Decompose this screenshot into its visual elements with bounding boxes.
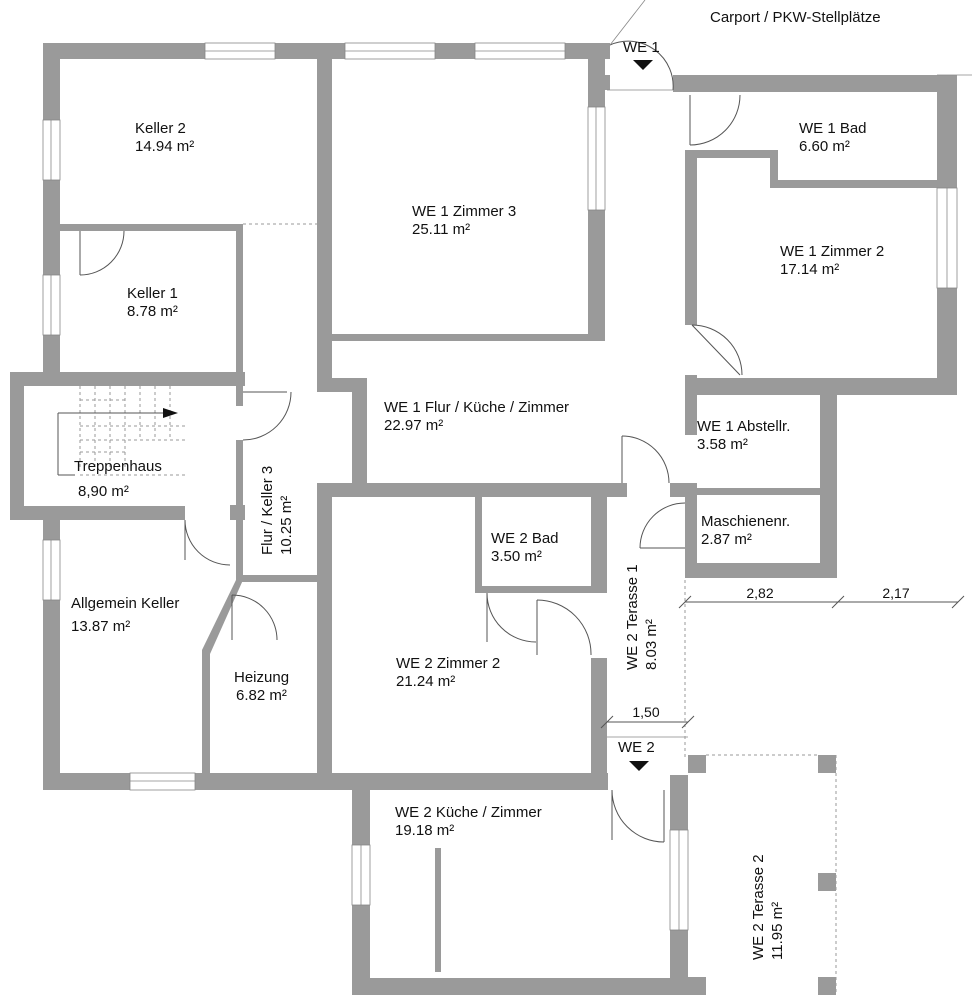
windows: [42, 42, 958, 931]
room-name-treppenhaus: Treppenhaus: [74, 458, 162, 475]
room-name-keller-1: Keller 1: [127, 285, 178, 302]
room-name-we1-zimmer-2: WE 1 Zimmer 2: [780, 243, 884, 260]
room-area-we1-zimmer-3: 25.11 m²: [412, 221, 470, 238]
dimension-2-82: 2,82: [746, 585, 773, 601]
room-area-heizung: 6.82 m²: [236, 687, 287, 704]
room-name-we2-terasse-1: WE 2 Terasse 1: [624, 564, 641, 670]
room-name-we1-zimmer-3: WE 1 Zimmer 3: [412, 203, 516, 220]
dimensions: 2,82 2,17 1,50: [600, 585, 965, 729]
entrance-we2-arrow-icon: [629, 761, 649, 771]
room-name-we2-bad: WE 2 Bad: [491, 530, 559, 547]
dimension-2-17: 2,17: [882, 585, 909, 601]
room-name-allgemein-keller: Allgemein Keller: [71, 595, 179, 612]
entrance-we1-arrow-icon: [633, 60, 653, 70]
room-name-we1-flur: WE 1 Flur / Küche / Zimmer: [384, 399, 569, 416]
room-area-allgemein-keller: 13.87 m²: [71, 618, 130, 635]
entrance-we1-label: WE 1: [623, 39, 660, 56]
room-name-we2-zimmer-2: WE 2 Zimmer 2: [396, 655, 500, 672]
dimension-1-50: 1,50: [632, 704, 659, 720]
boundaries: [243, 74, 972, 995]
room-area-we2-terasse-1: 8.03 m²: [643, 619, 660, 670]
room-area-we2-kueche: 19.18 m²: [395, 822, 454, 839]
room-area-treppenhaus: 8,90 m²: [78, 483, 129, 500]
room-area-maschienenr: 2.87 m²: [701, 531, 752, 548]
room-area-keller-2: 14.94 m²: [135, 138, 194, 155]
room-name-keller-2: Keller 2: [135, 120, 186, 137]
room-name-we1-abstellr: WE 1 Abstellr.: [697, 418, 790, 435]
room-name-maschienenr: Maschienenr.: [701, 513, 790, 530]
carport-label: Carport / PKW-Stellplätze: [710, 9, 881, 26]
room-name-heizung: Heizung: [234, 669, 289, 686]
room-name-we2-terasse-2: WE 2 Terasse 2: [750, 854, 767, 960]
room-area-we1-zimmer-2: 17.14 m²: [780, 261, 839, 278]
stairs: [57, 386, 185, 476]
room-area-we2-terasse-2: 11.95 m²: [769, 902, 786, 960]
room-area-we1-flur: 22.97 m²: [384, 417, 443, 434]
room-name-we1-bad: WE 1 Bad: [799, 120, 867, 137]
entrance-we2-label: WE 2: [618, 739, 655, 756]
room-area-we1-bad: 6.60 m²: [799, 138, 850, 155]
room-name-flur-keller-3: Flur / Keller 3: [259, 466, 276, 555]
room-area-keller-1: 8.78 m²: [127, 303, 178, 320]
room-area-we2-bad: 3.50 m²: [491, 548, 542, 565]
room-area-flur-keller-3: 10.25 m²: [278, 496, 295, 555]
room-labels: Keller 2 14.94 m² Keller 1 8.78 m² Trepp…: [71, 120, 884, 960]
room-area-we2-zimmer-2: 21.24 m²: [396, 673, 455, 690]
room-area-we1-abstellr: 3.58 m²: [697, 436, 748, 453]
walls: [10, 43, 957, 995]
doors: [79, 0, 743, 843]
room-name-we2-kueche: WE 2 Küche / Zimmer: [395, 804, 542, 821]
stair-arrow-icon: [163, 408, 178, 418]
entrance-markers: WE 1 WE 2: [618, 39, 660, 771]
